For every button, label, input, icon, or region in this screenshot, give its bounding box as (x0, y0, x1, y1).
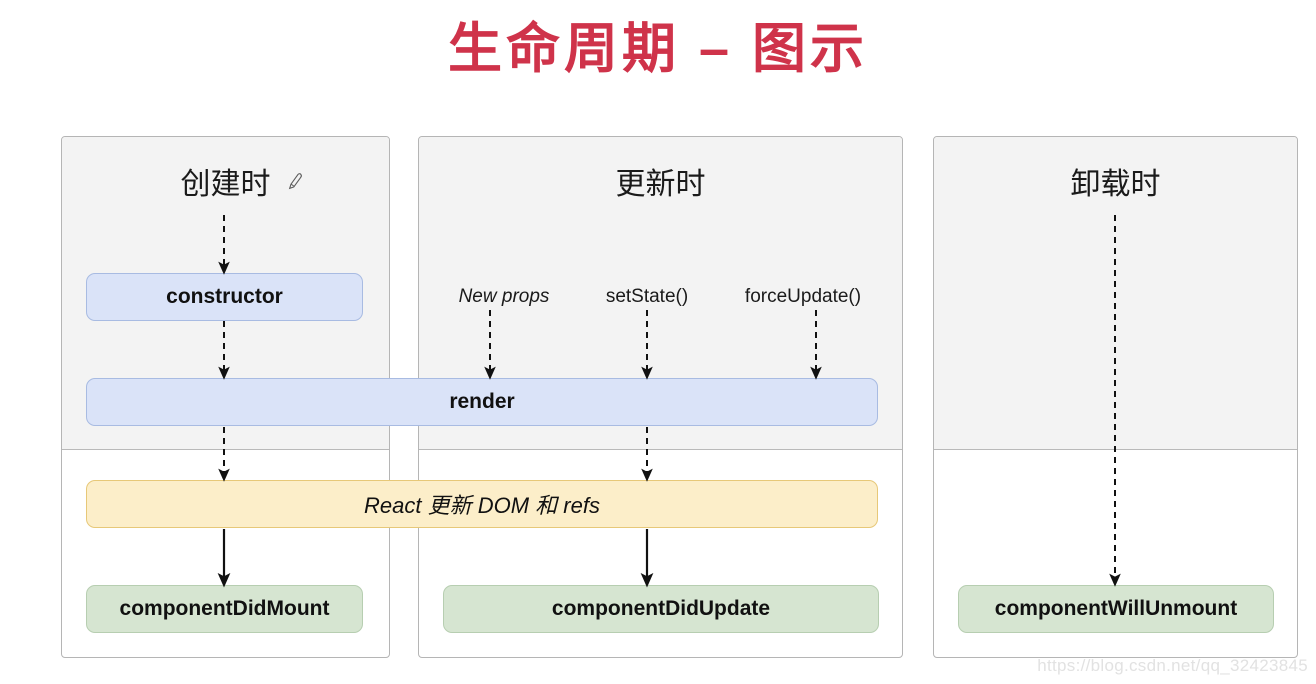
page-title: 生命周期 – 图示 (447, 19, 869, 79)
column-header-updating-label: 更新时 (615, 168, 706, 201)
box-render[interactable]: render (86, 378, 878, 426)
box-component-will-unmount[interactable]: componentWillUnmount (958, 585, 1274, 633)
trigger-label-setstate: setState() (605, 286, 689, 307)
box-react-updates-dom-and-refs[interactable]: React 更新 DOM 和 refs (86, 480, 878, 528)
column-header-unmounting: 卸载时 (934, 159, 1297, 203)
column-header-mounting-label: 创建时 (180, 168, 271, 201)
column-panel-unmounting: 卸载时 (933, 136, 1298, 658)
column-header-updating: 更新时 (419, 159, 902, 203)
box-component-did-update[interactable]: componentDidUpdate (443, 585, 879, 633)
trigger-label-forceupdate: forceUpdate() (744, 286, 862, 307)
pencil-icon[interactable] (285, 171, 307, 193)
column-header-unmounting-label: 卸载时 (1070, 168, 1161, 201)
box-component-did-mount[interactable]: componentDidMount (86, 585, 363, 633)
watermark: https://blog.csdn.net/qq_32423845 (1037, 656, 1308, 675)
column-header-mounting: 创建时 (62, 159, 389, 203)
box-constructor[interactable]: constructor (86, 273, 363, 321)
trigger-label-new-props: New props (458, 286, 550, 307)
